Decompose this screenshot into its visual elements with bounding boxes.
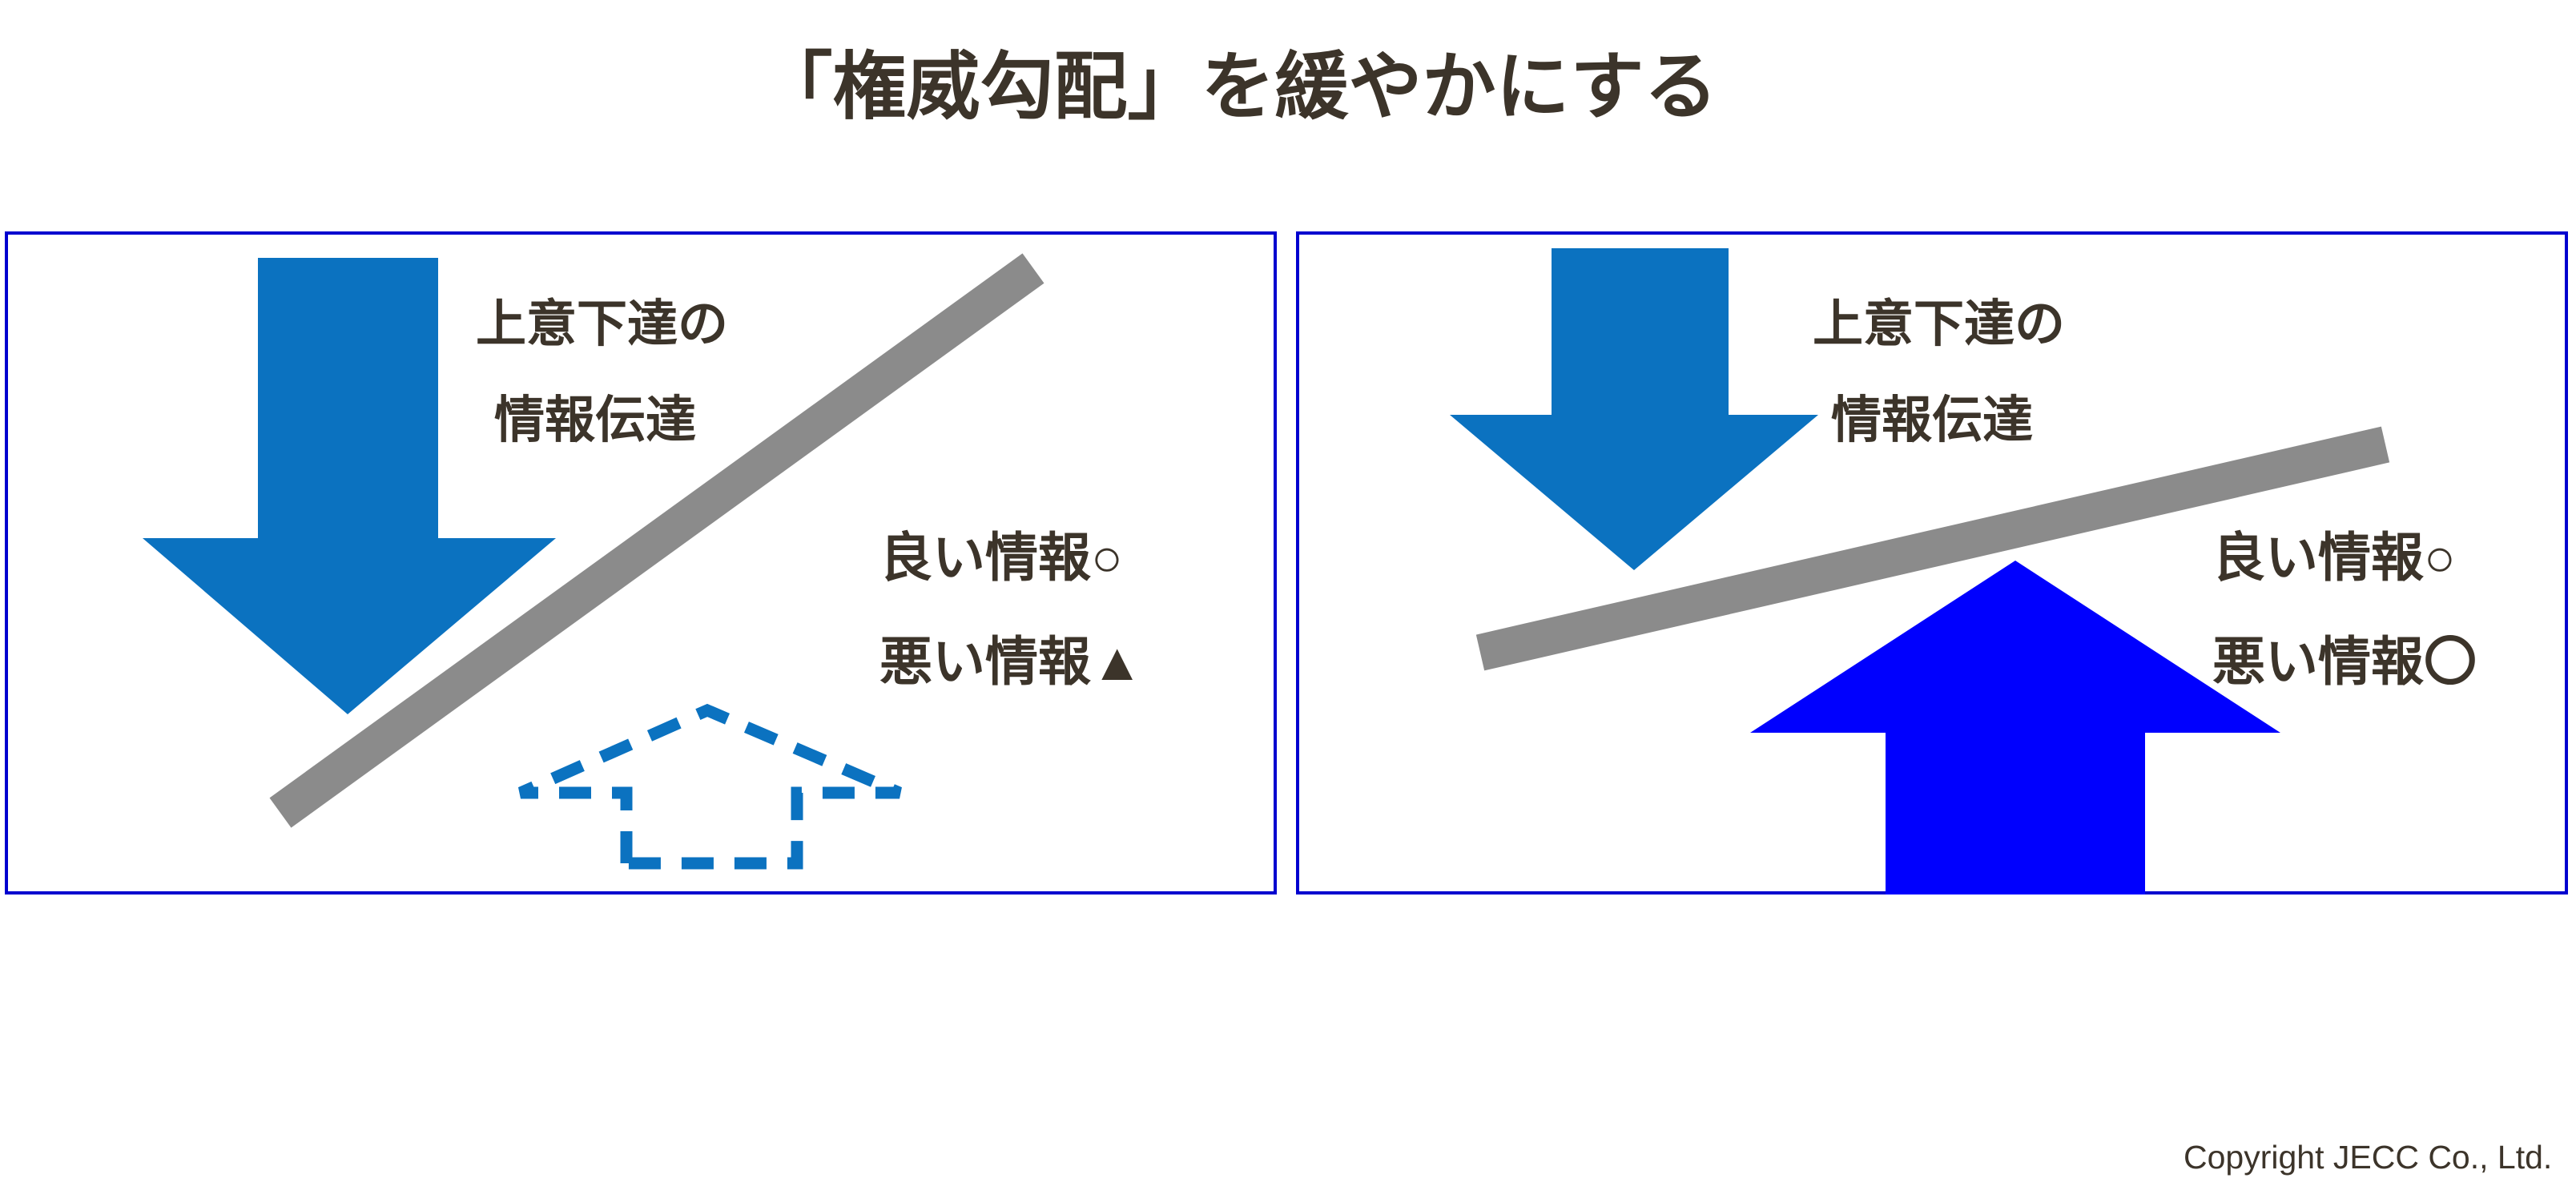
left-down-arrow-icon — [107, 245, 591, 732]
steep-gradient-bar — [269, 253, 1044, 828]
right-good-info-label: 良い情報○ — [2212, 528, 2456, 587]
up-arrow-icon — [1750, 561, 2280, 894]
left-instruction-line1: 上意下達の — [476, 296, 728, 352]
gentle-gradient-bar — [1475, 426, 2390, 671]
page-title: 「権威勾配」を緩やかにする — [759, 46, 1718, 128]
left-panel — [5, 231, 1277, 894]
left-instruction-line2: 情報伝達 — [494, 392, 696, 448]
blocked-dashed-up-arrow-icon — [517, 703, 902, 870]
right-down-arrow-icon — [1419, 237, 1849, 585]
left-bad-info-label: 悪い情報▲ — [879, 632, 1144, 691]
copyright-text: Copyright JECC Co., Ltd. — [2184, 1139, 2553, 1176]
right-bad-info-label: 悪い情報〇 — [2212, 632, 2477, 691]
right-instruction-line1: 上意下達の — [1813, 296, 2065, 352]
left-good-info-label: 良い情報○ — [879, 528, 1123, 587]
right-instruction-line2: 情報伝達 — [1831, 392, 2033, 448]
